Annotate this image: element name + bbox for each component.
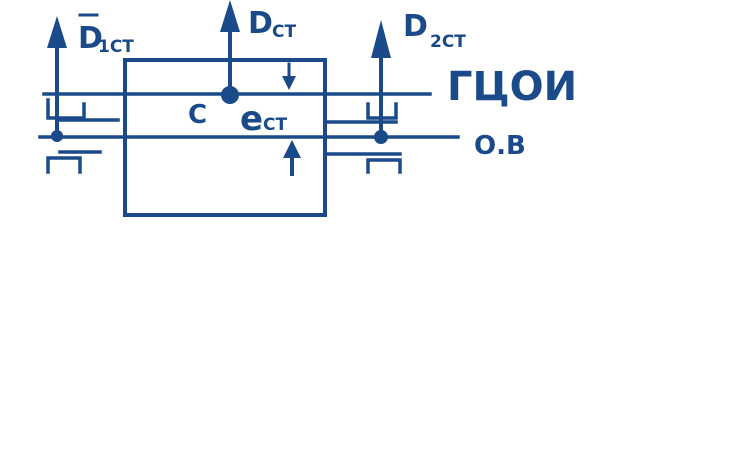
d-main-vector-arrow [220,0,240,104]
left-bearing [46,98,120,174]
c-label: С [188,100,207,130]
d2-vector-arrow [371,20,391,138]
d2-label: D [403,9,428,44]
d2-subscript: 2СТ [430,32,466,52]
d-main-label: D [248,6,273,41]
e-subscript: СТ [263,115,287,135]
eccentricity-dimension [282,62,301,176]
ov-label: О.В [474,131,526,161]
d1-vector-arrow [47,16,67,137]
gcoi-label: ГЦОИ [447,64,577,110]
d1-label: D [78,21,103,56]
d1-subscript: 1СТ [98,37,134,57]
d-main-subscript: СТ [272,22,296,42]
e-label: е [240,99,263,139]
